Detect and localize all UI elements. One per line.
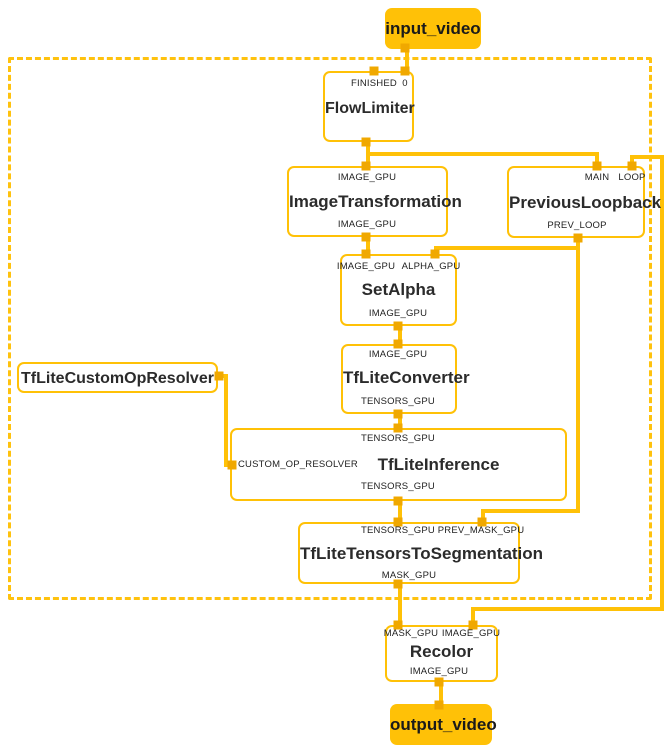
edge-prevloop-to-prevmask-bus xyxy=(481,509,580,513)
port-label-tfliteconverter-in: IMAGE_GPU xyxy=(368,349,428,360)
port-label-imagetransformation-out: IMAGE_GPU xyxy=(337,219,397,230)
port-tfliteinference-out[interactable] xyxy=(393,496,403,506)
port-label-segmentation-tensors-in: TENSORS_GPU xyxy=(361,525,435,536)
edge-prevloop-down-trunk xyxy=(576,246,580,512)
port-segmentation-out-mask[interactable] xyxy=(393,579,403,589)
node-recolor-label: Recolor xyxy=(409,642,474,661)
edge-loop-feedback-into-recolor-image xyxy=(471,607,475,625)
port-flowlimiter-in-finished[interactable] xyxy=(369,66,379,76)
edge-flowlimiter-bus xyxy=(366,152,599,156)
port-label-previousloopback-loop: LOOP xyxy=(618,172,646,183)
edge-prevloop-to-alpha-bus xyxy=(434,246,580,250)
port-label-recolor-out: IMAGE_GPU xyxy=(409,666,469,677)
port-label-flowlimiter-finished: FINISHED xyxy=(351,78,397,89)
port-label-recolor-mask-in: MASK_GPU xyxy=(383,628,439,639)
port-customopresolver-out[interactable] xyxy=(214,371,224,381)
port-setalpha-in-alpha[interactable] xyxy=(430,249,440,259)
edge-bus-to-previousloopback-main xyxy=(595,152,599,168)
edge-flowlimiter-out-stub xyxy=(366,140,370,154)
node-flow-limiter-label: FlowLimiter xyxy=(325,100,415,117)
port-setalpha-out[interactable] xyxy=(393,321,403,331)
node-tflite-converter[interactable]: TfLiteConverter xyxy=(341,344,470,414)
node-flow-limiter[interactable]: FlowLimiter xyxy=(323,71,415,142)
node-image-transformation-label: ImageTransformation xyxy=(289,192,462,211)
port-label-recolor-image-in: IMAGE_GPU xyxy=(441,628,501,639)
edge-bus-to-imagetransformation xyxy=(366,152,370,168)
node-tflite-inference-label: TfLiteInference xyxy=(377,455,500,474)
terminal-output-video[interactable]: output_video xyxy=(390,704,497,745)
node-tflite-tensors-to-segmentation-label: TfLiteTensorsToSegmentation xyxy=(300,544,544,563)
edge-recolor-to-output-video xyxy=(439,680,443,704)
port-tfliteconverter-out[interactable] xyxy=(393,409,403,419)
port-label-segmentation-prev-mask-in: PREV_MASK_GPU xyxy=(437,525,525,536)
port-label-tfliteinference-tensors-out: TENSORS_GPU xyxy=(361,481,435,492)
port-label-tfliteconverter-out: TENSORS_GPU xyxy=(361,396,435,407)
terminal-input-video[interactable]: input_video xyxy=(385,8,481,49)
node-tflite-tensors-to-segmentation[interactable]: TfLiteTensorsToSegmentation xyxy=(298,522,544,584)
port-label-setalpha-out: IMAGE_GPU xyxy=(368,308,428,319)
edge-prevloop-into-prevmask xyxy=(481,509,485,525)
port-label-imagetransformation-in: IMAGE_GPU xyxy=(337,172,397,183)
port-previousloopback-in-main[interactable] xyxy=(592,161,602,171)
edge-imagetransformation-to-setalpha xyxy=(366,234,370,256)
edge-setalpha-to-tfliteconverter xyxy=(398,322,402,344)
port-flowlimiter-out[interactable] xyxy=(361,137,371,147)
port-imagetransformation-in[interactable] xyxy=(361,161,371,171)
edge-prevloop-out-stub xyxy=(576,236,580,250)
edge-loop-feedback-bottom xyxy=(471,607,664,611)
port-recolor-in-image[interactable] xyxy=(468,620,478,630)
terminal-input-video-label: input_video xyxy=(385,18,481,38)
port-tfliteinference-in-customopresolver[interactable] xyxy=(227,460,237,470)
port-tfliteinference-in-tensors[interactable] xyxy=(393,423,403,433)
edge-loop-feedback-trunk xyxy=(660,155,664,610)
node-recolor[interactable]: Recolor xyxy=(385,625,498,682)
port-input-video-out[interactable] xyxy=(400,43,410,53)
port-segmentation-in-prevmask[interactable] xyxy=(477,517,487,527)
node-set-alpha-label: SetAlpha xyxy=(361,280,436,299)
port-segmentation-in-tensors[interactable] xyxy=(393,517,403,527)
port-label-flowlimiter-zero: 0 xyxy=(402,78,408,89)
port-previousloopback-in-loop[interactable] xyxy=(627,161,637,171)
edge-tfliteinference-to-segmentation xyxy=(398,498,402,522)
port-label-setalpha-alpha: ALPHA_GPU xyxy=(401,261,461,272)
port-label-tfliteinference-tensors-in: TENSORS_GPU xyxy=(361,433,435,444)
edge-input-video-to-flowlimiter xyxy=(405,44,409,77)
port-label-segmentation-mask-out: MASK_GPU xyxy=(381,570,437,581)
port-tfliteconverter-in[interactable] xyxy=(393,339,403,349)
terminal-output-video-label: output_video xyxy=(390,714,497,734)
port-label-setalpha-image: IMAGE_GPU xyxy=(336,261,396,272)
node-tflite-converter-label: TfLiteConverter xyxy=(343,368,470,387)
edge-tfliteconverter-to-tfliteinference xyxy=(398,410,402,432)
port-label-previousloopback-main: MAIN xyxy=(584,172,610,183)
port-recolor-in-mask[interactable] xyxy=(393,620,403,630)
port-imagetransformation-out[interactable] xyxy=(361,232,371,242)
port-label-tfliteinference-custom-op-resolver: CUSTOM_OP_RESOLVER xyxy=(238,459,358,470)
port-flowlimiter-in-zero[interactable] xyxy=(400,66,410,76)
node-tflite-custom-op-resolver-label: TfLiteCustomOpResolver xyxy=(21,370,214,387)
port-recolor-out[interactable] xyxy=(434,677,444,687)
subgraph-dashed-frame xyxy=(8,57,652,600)
node-image-transformation[interactable]: ImageTransformation xyxy=(287,166,462,237)
port-output-video-in[interactable] xyxy=(434,700,444,710)
edge-segmentation-to-recolor xyxy=(398,584,402,626)
edge-loop-feedback-top xyxy=(630,155,664,159)
edge-customopresolver-down xyxy=(224,374,228,465)
port-previousloopback-out-prevloop[interactable] xyxy=(573,233,583,243)
node-previous-loopback-label: PreviousLoopback xyxy=(509,193,662,212)
port-label-previousloopback-out: PREV_LOOP xyxy=(547,220,607,231)
node-tflite-custom-op-resolver[interactable]: TfLiteCustomOpResolver xyxy=(17,362,218,393)
port-setalpha-in-image[interactable] xyxy=(361,249,371,259)
